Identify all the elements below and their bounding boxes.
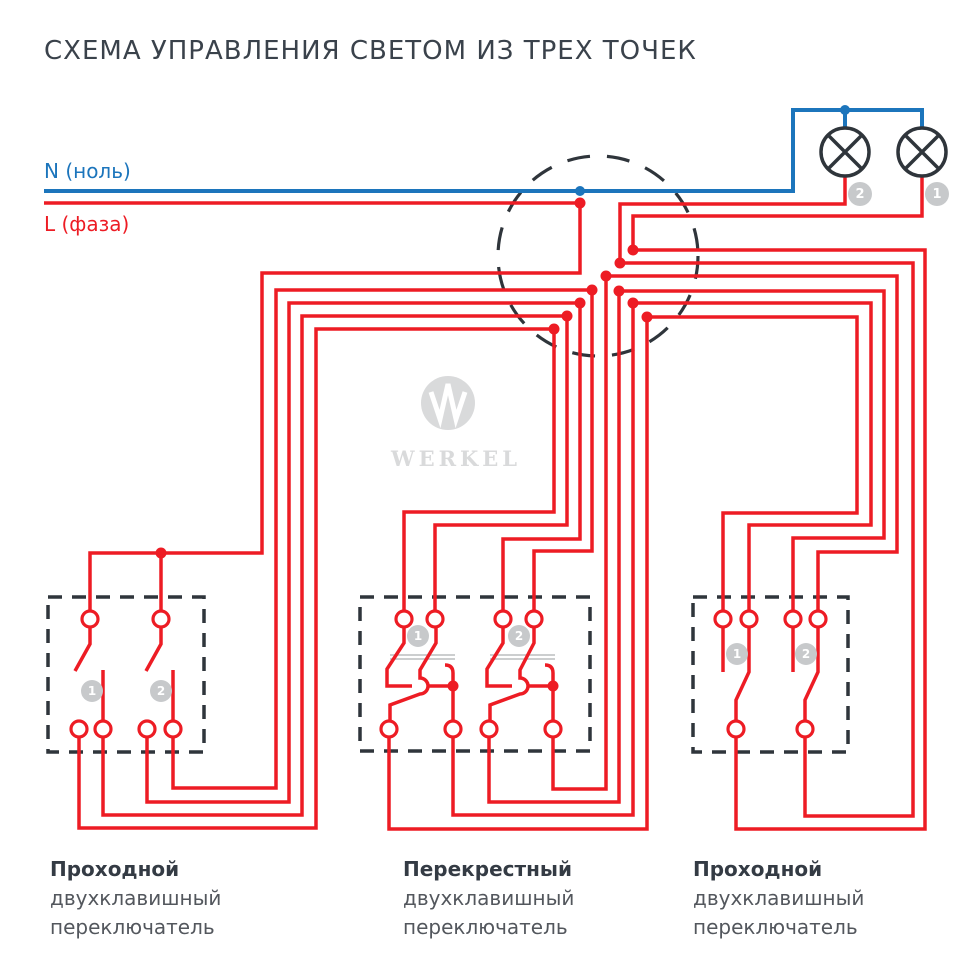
switch2-caption: Перекрестный двухклавишный переключатель [403, 855, 643, 942]
switch3-key1-badge: 1 [726, 643, 748, 665]
page-title: СХЕМА УПРАВЛЕНИЯ СВЕТОМ ИЗ ТРЕХ ТОЧЕК [44, 36, 697, 66]
switch1-caption-line3: переключатель [50, 915, 215, 939]
switch1-key1-number: 1 [87, 684, 97, 698]
switch1-key1-badge: 1 [81, 680, 103, 702]
switch-terminals [69, 609, 828, 739]
switch3-key2-number: 2 [801, 647, 811, 661]
neutral-wire [44, 105, 924, 196]
switch2-key2-badge: 2 [508, 625, 530, 647]
switch3-caption-line3: переключатель [693, 915, 858, 939]
switch2-name: Перекрестный [403, 857, 573, 881]
switch2-key1-badge: 1 [407, 625, 429, 647]
switch2-key1-number: 1 [413, 629, 423, 643]
lamp-badge-1: 1 [925, 182, 949, 206]
switch2-caption-line3: переключатель [403, 915, 568, 939]
werkel-logo-icon [421, 376, 475, 430]
neutral-label: N (ноль) [44, 159, 131, 183]
switch-box-1-outline [46, 595, 206, 754]
switch3-caption: Проходной двухклавишный переключатель [693, 855, 933, 942]
switch3-key2-badge: 2 [795, 643, 817, 665]
lamp-badge-2: 2 [848, 182, 872, 206]
lamp-badge-1-number: 1 [932, 186, 942, 202]
switch-box-3-outline [691, 595, 850, 754]
switch1-caption: Проходной двухклавишный переключатель [50, 855, 290, 942]
switch1-key2-badge: 2 [150, 680, 172, 702]
werkel-brand-text: WERKEL [391, 446, 522, 471]
switch3-key1-number: 1 [732, 647, 742, 661]
switch1-key2-number: 2 [156, 684, 166, 698]
switch3-name: Проходной [693, 857, 823, 881]
switch2-key2-number: 2 [514, 629, 524, 643]
switch2-caption-line2: двухклавишный [403, 886, 575, 910]
switch1-caption-line2: двухклавишный [50, 886, 222, 910]
phase-wires [44, 176, 927, 831]
coupling-lines [390, 654, 555, 660]
lamp-1-icon [896, 126, 948, 178]
lamp-2-icon [819, 126, 871, 178]
lamp-badge-2-number: 2 [855, 186, 865, 202]
lamp-icons [819, 126, 948, 178]
switch3-caption-line2: двухклавишный [693, 886, 865, 910]
switch1-name: Проходной [50, 857, 180, 881]
phase-junction-dots [155, 197, 653, 692]
phase-label: L (фаза) [44, 212, 130, 236]
junction-box-circle [496, 154, 700, 358]
